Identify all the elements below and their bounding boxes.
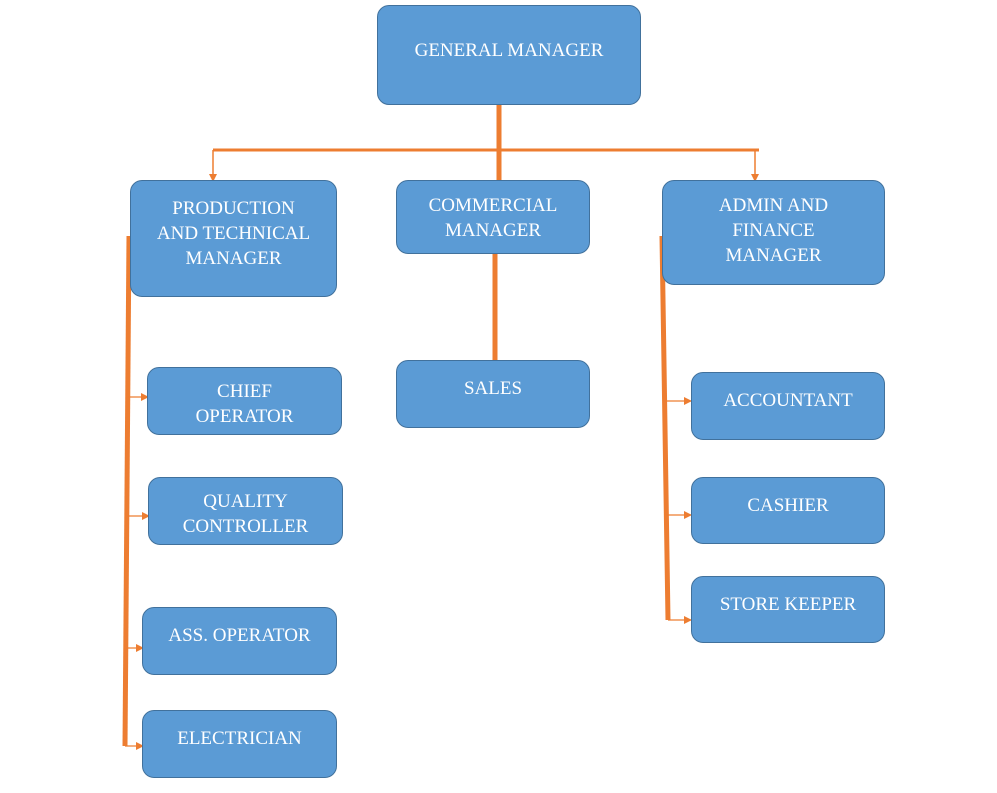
chief-operator-label: CHIEF OPERATOR <box>195 381 294 427</box>
general-manager-label: GENERAL MANAGER <box>414 40 604 61</box>
admin-finance-manager-label: ADMIN AND FINANCE MANAGER <box>718 195 829 266</box>
production-technical-manager-box: PRODUCTION AND TECHNICAL MANAGER <box>130 180 337 297</box>
electrician-label: ELECTRICIAN <box>177 728 302 749</box>
store-keeper-label: STORE KEEPER <box>719 594 857 615</box>
admin-finance-manager-box: ADMIN AND FINANCE MANAGER <box>662 180 885 285</box>
sales-box: SALES <box>396 360 590 428</box>
commercial-manager-label: COMMERCIAL MANAGER <box>428 195 558 241</box>
general-manager-box: GENERAL MANAGER <box>377 5 641 105</box>
sales-label: SALES <box>463 378 523 399</box>
cashier-label: CASHIER <box>747 495 829 516</box>
connector-admin-spine <box>659 235 671 621</box>
cashier-box: CASHIER <box>691 477 885 544</box>
quality-controller-label: QUALITY CONTROLLER <box>182 491 309 537</box>
chief-operator-box: CHIEF OPERATOR <box>147 367 342 435</box>
ass-operator-box: ASS. OPERATOR <box>142 607 337 675</box>
connector-production-spine <box>122 235 132 747</box>
commercial-manager-box: COMMERCIAL MANAGER <box>396 180 590 254</box>
store-keeper-box: STORE KEEPER <box>691 576 885 643</box>
accountant-box: ACCOUNTANT <box>691 372 885 440</box>
quality-controller-box: QUALITY CONTROLLER <box>148 477 343 545</box>
production-technical-manager-label: PRODUCTION AND TECHNICAL MANAGER <box>156 198 311 269</box>
electrician-box: ELECTRICIAN <box>142 710 337 778</box>
ass-operator-label: ASS. OPERATOR <box>168 625 311 646</box>
accountant-label: ACCOUNTANT <box>723 390 853 411</box>
